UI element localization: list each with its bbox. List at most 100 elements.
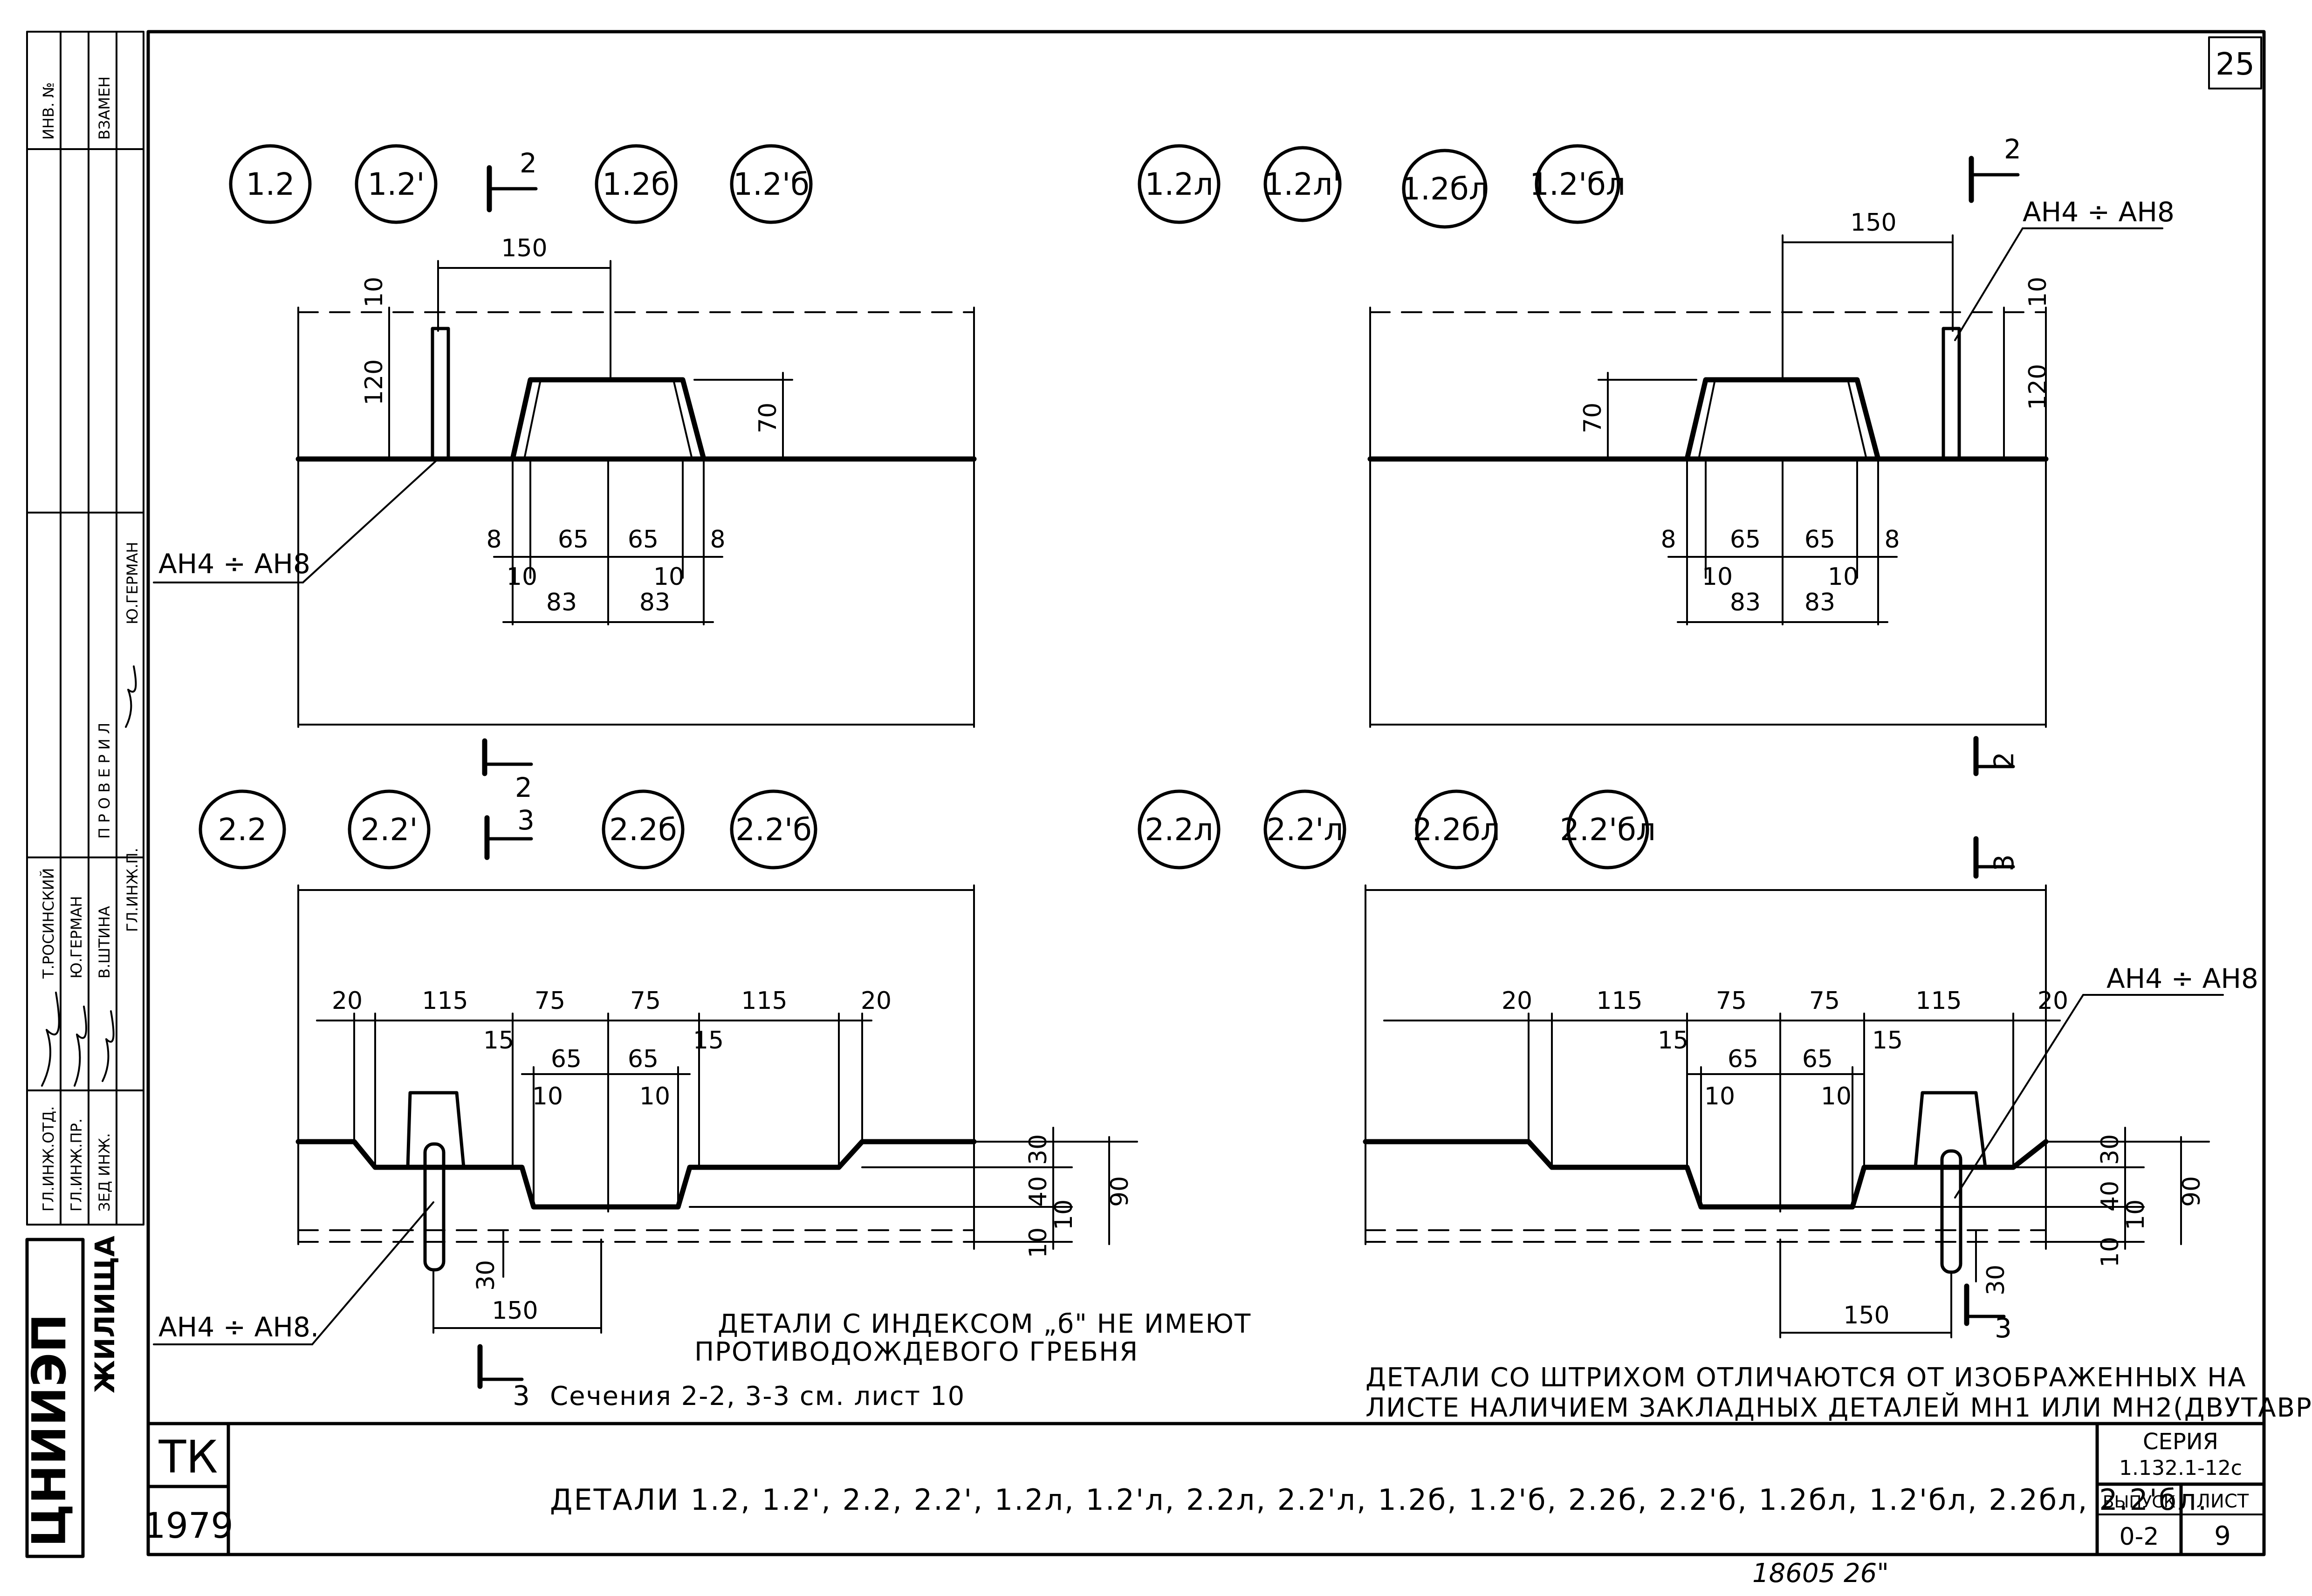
rain-ridge	[406, 1091, 466, 1169]
anchor-pin	[1942, 327, 1961, 461]
leader-label: АН4 ÷ АН8	[2023, 196, 2175, 228]
dim-label: 10	[639, 1082, 670, 1110]
section-mark-top: 3	[484, 804, 535, 860]
dim-label: 10	[1821, 1082, 1852, 1110]
leader-label: АН4 ÷ АН8	[158, 548, 310, 580]
panel-profile	[1363, 1139, 2049, 1210]
dim-label: 65	[1730, 526, 1761, 554]
stamp-name-1: Ю.ГЕРМАН	[123, 542, 141, 624]
detail-bubble: 1.2бл	[1401, 171, 1489, 207]
dim-label: 83	[639, 589, 670, 616]
bubble-row: 1.2л 1.2л' 1.2бл 1.2'бл	[1138, 144, 1626, 229]
dim-label: 115	[1915, 987, 1962, 1015]
dim-label: 75	[1809, 987, 1840, 1015]
stamp-name-3: Ю.ГЕРМАН	[68, 896, 85, 979]
section-mark-bottom: 3	[1964, 1283, 2012, 1344]
handwritten-note: 18605 26"	[1752, 1558, 1889, 1589]
dim-label: 65	[628, 526, 659, 554]
dim-label: 83	[1730, 589, 1761, 616]
series-value: 1.132.1-12с	[2119, 1456, 2242, 1480]
side-stamp: ИНВ. № ВЗАМЕН П Р О В Е Р И Л Ю.ГЕРМАН Т…	[26, 31, 144, 1226]
dim-label: 83	[546, 589, 577, 616]
dim-label: 10	[1828, 563, 1859, 591]
panel-top-left: 1.2 1.2' 1.2б 1.2'б 2 150	[153, 144, 977, 803]
dim-label: 115	[741, 987, 787, 1015]
dimension-lines: 150 10 120 70 8 65 65 8 10 10 83 83	[1579, 209, 2052, 625]
section-mark-top: 2	[1969, 133, 2021, 203]
dim-label: 15	[483, 1027, 514, 1055]
dim-label: 10	[1050, 1199, 1078, 1230]
svg-text:2: 2	[520, 147, 537, 179]
bubble-row: 2.2 2.2' 2.2б 2.2'б	[199, 789, 817, 870]
section-mark-bottom: 2	[1973, 736, 2020, 776]
panel-bottom-left: 2.2 2.2' 2.2б 2.2'б 3 20	[153, 789, 1251, 1411]
detail-bubble: 2.2'б	[735, 812, 812, 848]
org-logo-block: ЦНИИЭП ЖИЛИЩА	[22, 1236, 121, 1558]
stamp-vzamen: ВЗАМЕН	[96, 76, 113, 140]
sheet-label: ЛИСТ	[2196, 1491, 2249, 1512]
dim-label: 8	[1884, 526, 1900, 554]
org-logo: ЦНИИЭП	[22, 1314, 76, 1547]
dim-label: 75	[535, 987, 565, 1015]
panel-bottom-right: 2.2л 2.2'л 2.2бл 2.2'бл 3	[1138, 789, 2312, 1423]
leader-label: АН4 ÷ АН8	[2106, 963, 2258, 994]
dim-label: 15	[1872, 1027, 1903, 1055]
dim-label: 10	[1024, 1227, 1052, 1258]
section-mark-bottom: 3	[477, 1344, 530, 1411]
issue-value: 0-2	[2120, 1523, 2159, 1551]
detail-bubble: 1.2'б	[733, 166, 810, 202]
dim-label: 40	[2096, 1181, 2124, 1212]
dim-label: 10	[2024, 277, 2052, 308]
detail-bubble: 1.2л	[1145, 166, 1213, 202]
dim-label: 120	[360, 359, 388, 405]
bubble-row: 2.2л 2.2'л 2.2бл 2.2'бл	[1138, 789, 1656, 870]
stamp-role-2: ГЛ.ИНЖ.ПР.	[68, 1118, 85, 1212]
svg-text:2: 2	[515, 772, 532, 803]
stamp-name-4: В.ШТИНА	[96, 906, 113, 979]
dim-label: 20	[332, 987, 363, 1015]
dim-label: 20	[1502, 987, 1532, 1015]
detail-bubble: 2.2'бл	[1560, 812, 1656, 848]
dim-label: 150	[1850, 209, 1896, 237]
note-primed-line2: ЛИСТЕ НАЛИЧИЕМ ЗАКЛАДНЫХ ДЕТАЛЕЙ МН1 ИЛИ…	[1365, 1392, 2312, 1423]
dim-label: 10	[360, 277, 388, 308]
dim-label: 40	[1024, 1176, 1052, 1207]
stamp-inv-no: ИНВ. №	[40, 82, 57, 140]
dim-label: 70	[754, 403, 782, 433]
bubble-row: 1.2 1.2' 1.2б 1.2'б	[229, 144, 813, 224]
dim-label: 10	[653, 563, 684, 591]
stamp-role-4: ГЛ.ИНЖ.П.	[123, 848, 141, 932]
dim-label: 30	[1024, 1134, 1052, 1165]
dim-label: 10	[1702, 563, 1733, 591]
svg-text:3: 3	[1995, 1312, 2012, 1344]
dim-label: 10	[507, 563, 537, 591]
dim-label: 15	[693, 1027, 724, 1055]
dim-label: 90	[1106, 1176, 1134, 1207]
svg-text:2: 2	[1988, 752, 2020, 769]
dim-label: 70	[1579, 403, 1607, 433]
year-label: 1979	[143, 1505, 233, 1546]
rain-ridge	[1914, 1091, 1987, 1169]
dim-label: 90	[2178, 1176, 2206, 1207]
dim-label: 115	[422, 987, 468, 1015]
dim-label: 30	[2096, 1134, 2124, 1165]
dim-label: 150	[492, 1297, 538, 1325]
dim-label: 8	[710, 526, 725, 554]
detail-bubble: 1.2	[246, 166, 295, 202]
dim-label: 10	[1704, 1082, 1735, 1110]
note-index-b-line1: ДЕТАЛИ С ИНДЕКСОМ „б" НЕ ИМЕЮТ	[718, 1309, 1251, 1339]
rain-ridge	[1684, 377, 1881, 462]
dim-label: 75	[630, 987, 661, 1015]
dim-label: 65	[551, 1045, 582, 1073]
signature-1	[41, 992, 60, 1087]
issue-label: ВЫПУСК	[2103, 1493, 2175, 1512]
dim-label: 10	[532, 1082, 563, 1110]
panel-top-right: 1.2л 1.2л' 1.2бл 1.2'бл 2 150 10 120	[1138, 133, 2175, 776]
dim-label: 65	[628, 1045, 659, 1073]
signature-4	[125, 665, 137, 728]
detail-bubble: 2.2бл	[1413, 812, 1500, 848]
dim-label: 65	[558, 526, 589, 554]
drawing-title: ДЕТАЛИ 1.2, 1.2', 2.2, 2.2', 1.2л, 1.2'л…	[550, 1483, 2208, 1517]
dim-label: 20	[2038, 987, 2068, 1015]
detail-bubble: 1.2'бл	[1530, 166, 1626, 202]
